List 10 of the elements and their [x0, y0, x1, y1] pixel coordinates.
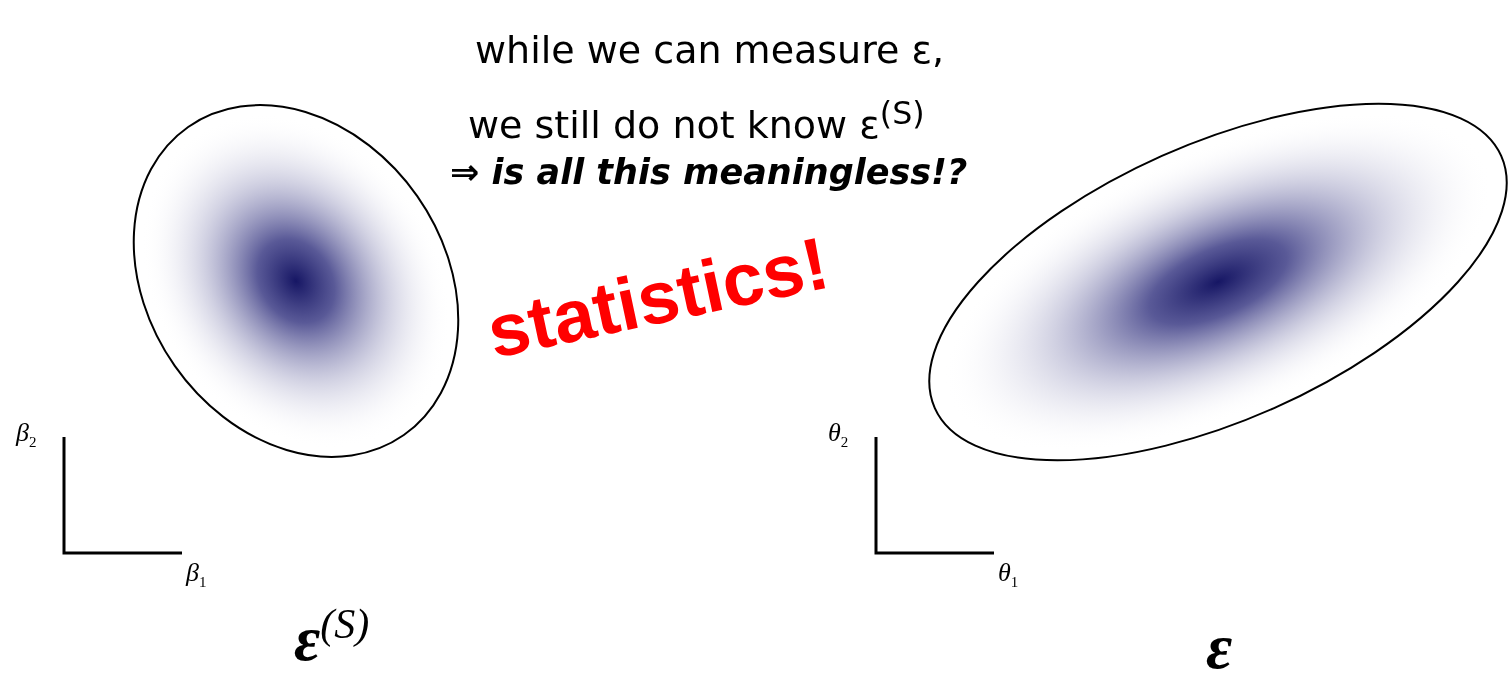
statement-text: ⇒ is all this meaningless!?	[450, 152, 968, 192]
space-label: ε	[1206, 610, 1233, 684]
overlay-text: statistics!	[479, 220, 836, 375]
space-label: ε$^{(S)}$	[294, 600, 370, 677]
axis-label: θ$_{2}$	[828, 418, 849, 452]
statement-text: we still do not know ε$^{(S)}$	[468, 95, 925, 147]
axis-label: β$_{1}$	[186, 558, 207, 592]
axis-label: θ$_{1}$	[998, 558, 1019, 592]
statement-text: while we can measure ε,	[475, 28, 945, 72]
axis-label: β$_{2}$	[16, 418, 37, 452]
